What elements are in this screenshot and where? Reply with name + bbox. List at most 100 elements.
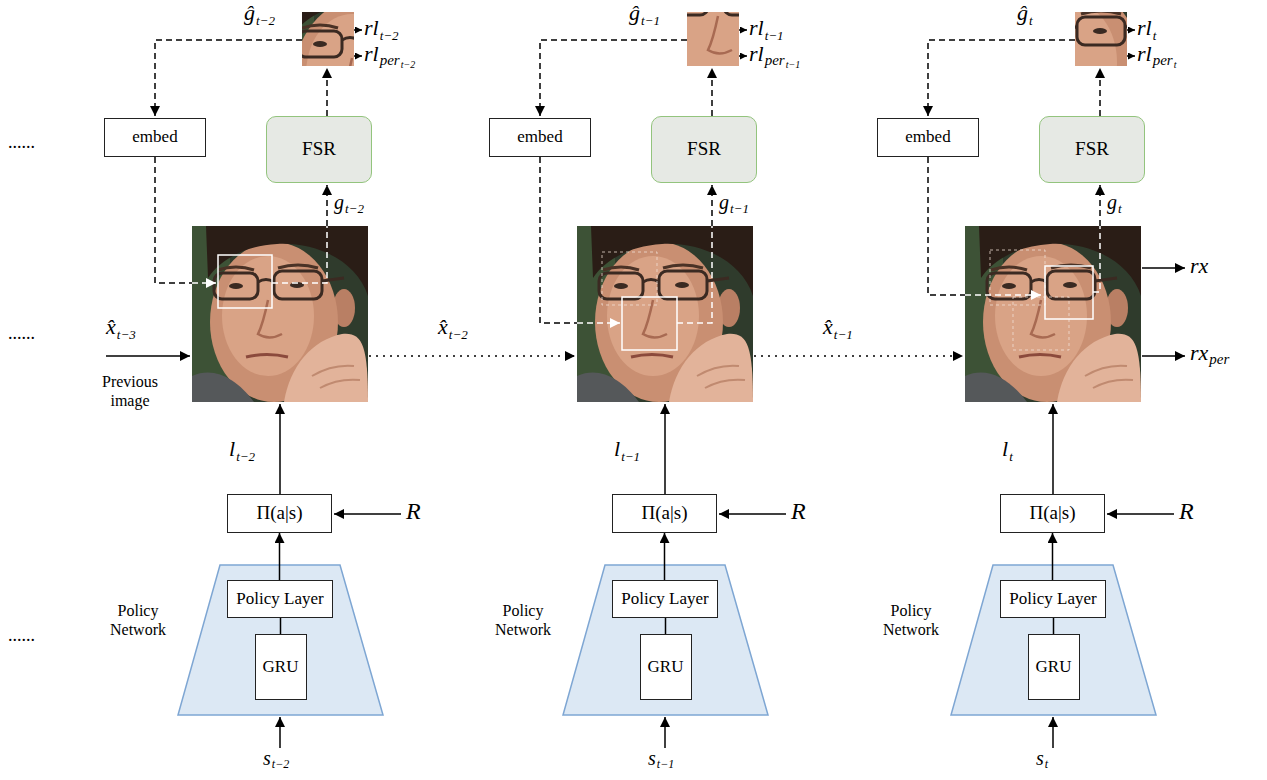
connector xyxy=(279,533,281,580)
subscript: t xyxy=(1174,60,1177,70)
network-heading: Policy Network xyxy=(100,601,176,639)
math-label: rl xyxy=(1137,17,1152,39)
subscript: t−2 xyxy=(236,450,255,463)
math-label: g xyxy=(1107,192,1117,212)
subscript: t xyxy=(1118,202,1122,215)
policy-layer-box: Policy Layer xyxy=(612,580,718,618)
dashed-arrow xyxy=(192,282,216,284)
policy-box: Π(a|s) xyxy=(612,494,717,533)
fsr-box: FSR xyxy=(266,116,372,183)
math-label: rl xyxy=(749,43,764,65)
note-text: ...... xyxy=(8,626,35,644)
subscript: per xyxy=(765,53,785,68)
dashed-line xyxy=(928,157,965,295)
dashed-line xyxy=(677,226,712,323)
math-label: l xyxy=(229,438,235,460)
math-label: R xyxy=(406,499,421,523)
math-label: g xyxy=(719,192,729,212)
output-arrow xyxy=(1142,267,1185,269)
math-label: rl xyxy=(749,17,764,39)
math-label: l xyxy=(614,438,620,460)
dashed-line xyxy=(1093,226,1100,292)
connector xyxy=(280,618,282,634)
dashed-arrow xyxy=(965,294,1041,296)
policy-box: Π(a|s) xyxy=(227,494,332,533)
dashed-line xyxy=(272,226,327,283)
subscript: per xyxy=(1209,352,1229,367)
box-label: GRU xyxy=(1036,658,1072,677)
box-label: embed xyxy=(517,128,562,147)
math-label: rl xyxy=(364,17,379,39)
math-label: rx xyxy=(1190,342,1208,364)
gru-box: GRU xyxy=(1028,634,1080,700)
box-label: Policy Layer xyxy=(1009,590,1096,609)
patch-image xyxy=(642,0,818,118)
math-label: x̂ xyxy=(823,316,833,338)
box-label: GRU xyxy=(263,658,299,677)
subscript: t−2 xyxy=(256,14,275,27)
math-label: s xyxy=(648,748,656,768)
math-label: x̂ xyxy=(438,316,448,338)
policy-layer-box: Policy Layer xyxy=(1000,580,1106,618)
box-label: embed xyxy=(132,128,177,147)
dashed-line xyxy=(540,157,577,323)
glimpse-box xyxy=(1045,266,1093,319)
math-label: rx xyxy=(1190,255,1208,277)
math-label: R xyxy=(1179,499,1194,523)
math-label: R xyxy=(791,499,806,523)
output-arrow xyxy=(1142,355,1185,357)
math-label: g xyxy=(334,192,344,212)
math-label: s xyxy=(263,748,271,768)
subscript: t−1 xyxy=(786,60,801,70)
gru-box: GRU xyxy=(640,634,692,700)
subscript: t−2 xyxy=(380,29,399,42)
subscript: t−1 xyxy=(657,758,674,770)
math-label: rl xyxy=(1137,43,1152,65)
input-arrow xyxy=(106,355,190,357)
embed-box: embed xyxy=(489,118,591,157)
trapezoid-shape xyxy=(563,565,768,715)
subscript: t−2 xyxy=(401,60,416,70)
fsr-box: FSR xyxy=(1039,116,1145,183)
math-label: l xyxy=(1002,438,1008,460)
subscript: t xyxy=(1009,450,1013,463)
connector xyxy=(665,618,667,634)
network-heading: Policy Network xyxy=(485,601,561,639)
note-text: ...... xyxy=(8,324,35,342)
gru-box: GRU xyxy=(255,634,307,700)
subscript: t−1 xyxy=(730,202,749,215)
subscript: t−2 xyxy=(272,758,289,770)
box-label: FSR xyxy=(302,139,336,160)
subscript: t xyxy=(1045,758,1048,770)
glimpse-box xyxy=(622,297,677,350)
box-label: GRU xyxy=(648,658,684,677)
policy-box: Π(a|s) xyxy=(1000,494,1105,533)
math-label: rl xyxy=(364,43,379,65)
connector xyxy=(664,533,666,580)
policy-network: Policy NetworkPolicy LayerGRU xyxy=(178,565,383,715)
connector xyxy=(1052,533,1054,580)
subscript: t−2 xyxy=(345,202,364,215)
subscript: t xyxy=(1029,14,1033,27)
dotted-arrow xyxy=(369,355,575,357)
box-label: FSR xyxy=(1075,139,1109,160)
policy-layer-box: Policy Layer xyxy=(227,580,333,618)
subscript: t−1 xyxy=(834,328,853,341)
connector xyxy=(1053,618,1055,634)
box-label: Π(a|s) xyxy=(641,503,687,524)
box-label: Policy Layer xyxy=(236,590,323,609)
math-label: x̂ xyxy=(106,316,116,338)
note-text: ...... xyxy=(8,133,35,151)
fsr-box: FSR xyxy=(651,116,757,183)
dashed-line xyxy=(155,157,192,283)
trapezoid-shape xyxy=(178,565,383,715)
glimpse-box xyxy=(218,255,272,308)
box-label: FSR xyxy=(687,139,721,160)
subscript: t−1 xyxy=(765,29,784,42)
subscript: per xyxy=(380,53,400,68)
math-label: ĝ xyxy=(1017,2,1028,24)
network-heading: Policy Network xyxy=(873,601,949,639)
